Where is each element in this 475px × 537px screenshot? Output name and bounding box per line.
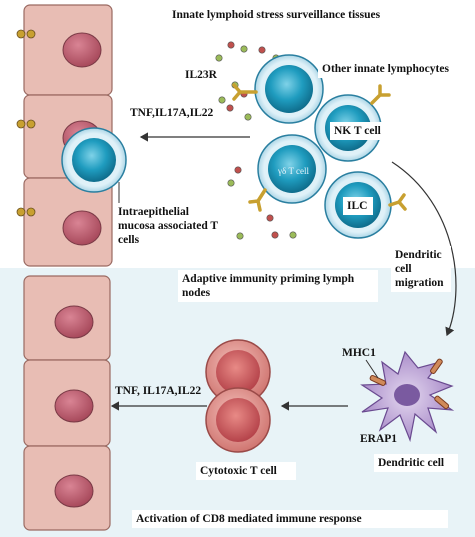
middle-section-title: Adaptive immunity priming lymph nodes <box>178 270 378 302</box>
erap1-label: ERAP1 <box>360 433 398 445</box>
intraepithelial-t-cell <box>61 127 127 205</box>
il23r-label: IL23R <box>185 69 217 81</box>
gd-t-cell <box>257 134 327 204</box>
bottom-epithelial-cells <box>23 275 111 531</box>
cytokines-bottom-label: TNF, IL17A,IL22 <box>115 385 202 397</box>
dendritic-cell <box>360 350 455 443</box>
intraepithelial-label: Intraepithelial mucosa associated T cell… <box>114 203 232 249</box>
ilc-label: ILC <box>343 197 373 215</box>
cytotoxic-t-cells <box>205 339 271 453</box>
top-section-title: Innate lymphoid stress surveillance tiss… <box>168 6 426 24</box>
dendritic-cell-label: Dendritic cell <box>374 454 458 472</box>
dc-migration-label: Dendritic cell migration <box>391 246 451 292</box>
dc-migration-arrow <box>391 161 457 337</box>
other-innate-lymphocyte-cell <box>254 54 324 124</box>
il23r-receptors <box>232 83 407 212</box>
bottom-section-title: Activation of CD8 mediated immune respon… <box>132 510 448 528</box>
nk-t-cell-label: NK T cell <box>330 122 386 140</box>
other-innate-lymphocytes-label: Other innate lymphocytes <box>318 60 466 78</box>
mhc1-molecules <box>369 358 450 410</box>
cytokines-top-label: TNF,IL17A,IL22 <box>130 107 214 119</box>
cytotoxic-t-cell-label: Cytotoxic T cell <box>196 462 296 480</box>
mhc1-label: MHC1 <box>342 347 376 359</box>
gd-t-cell-label: γδ T cell <box>278 166 310 176</box>
